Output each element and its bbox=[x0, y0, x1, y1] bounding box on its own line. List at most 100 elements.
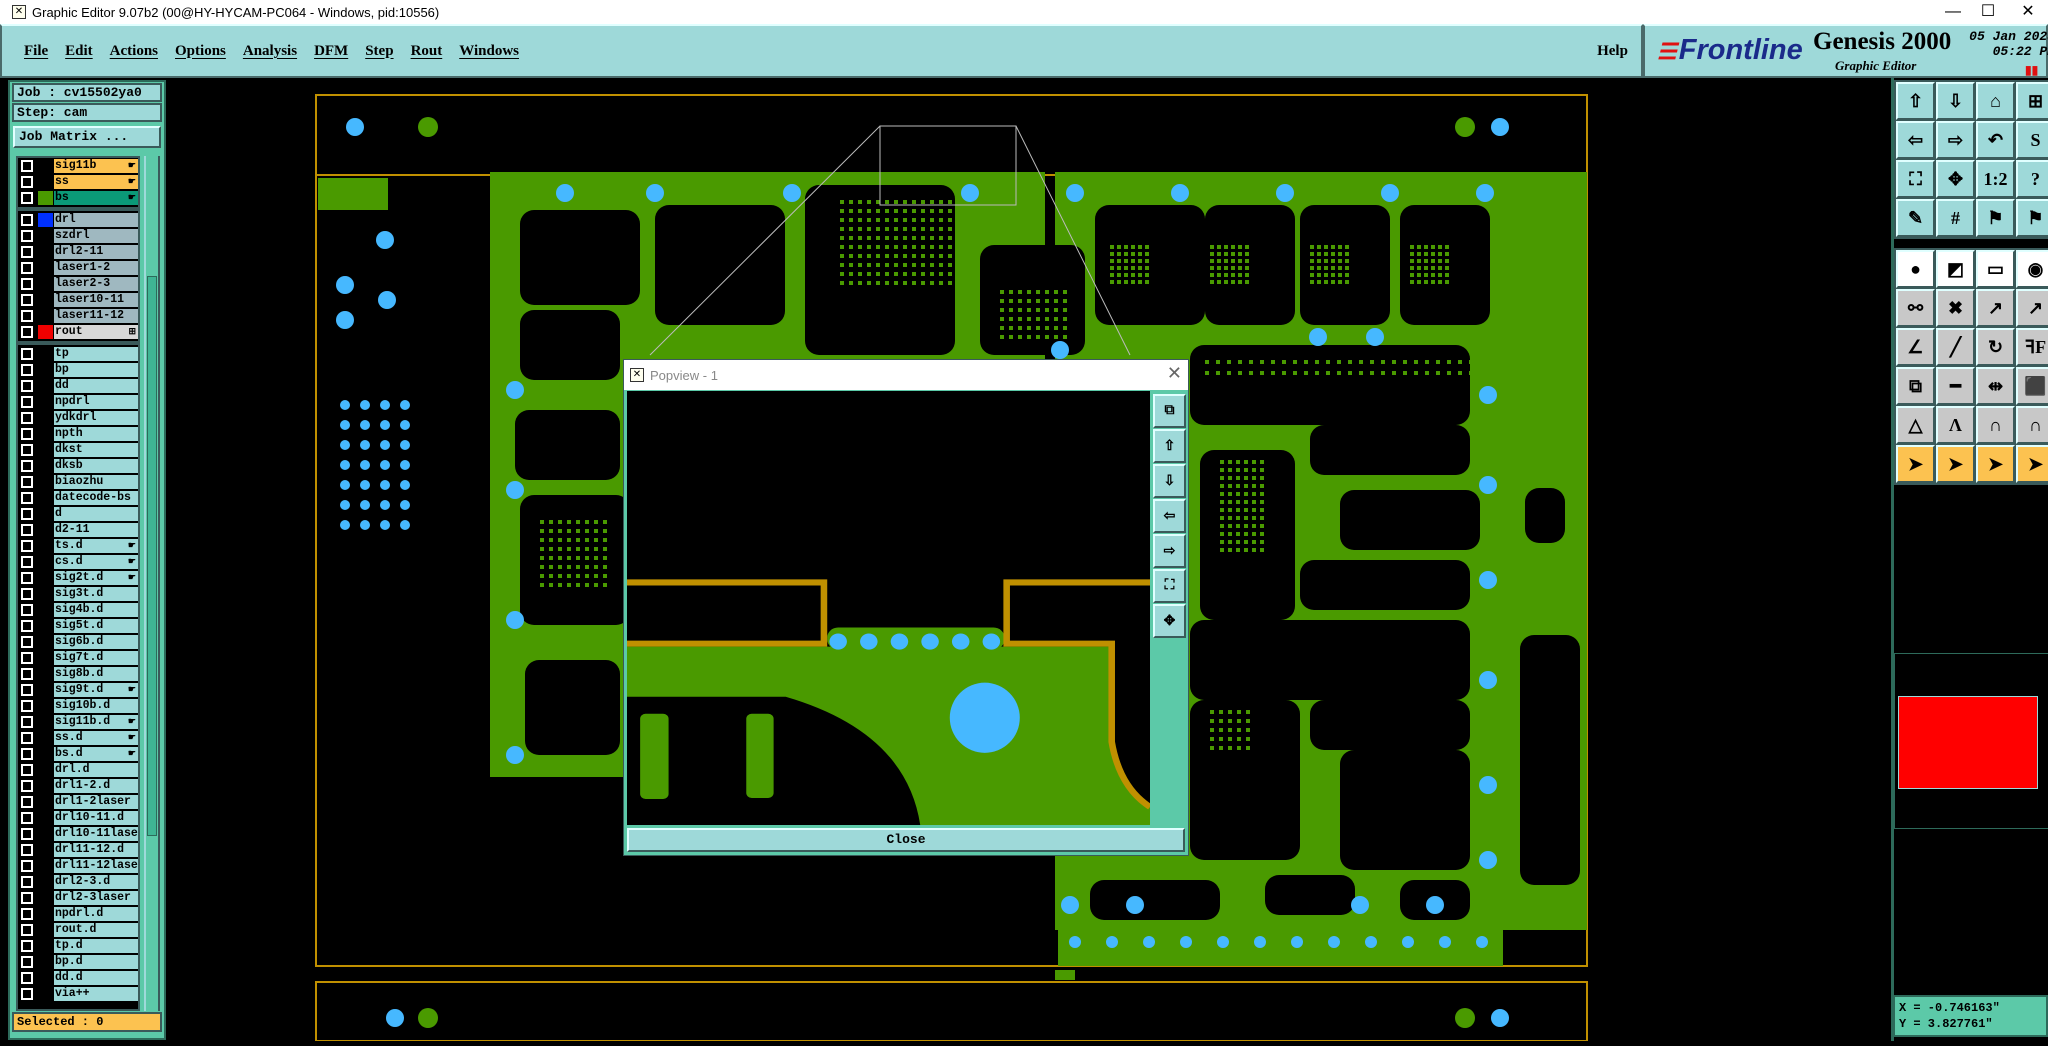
popview-title-bar[interactable]: ✕Popview - 1 bbox=[624, 360, 1188, 390]
layer-row[interactable]: drl2-3.d bbox=[18, 874, 138, 890]
layer-name[interactable]: sig6b.d bbox=[54, 635, 138, 649]
arc-triangle-button[interactable]: △ bbox=[1896, 406, 1935, 444]
layer-checkbox[interactable] bbox=[20, 635, 34, 649]
select-pointer-button[interactable]: ➤ bbox=[1896, 445, 1935, 483]
layer-name[interactable]: sig8b.d bbox=[54, 667, 138, 681]
layer-name[interactable]: npth bbox=[54, 427, 138, 441]
layer-row[interactable]: drl11-12.d bbox=[18, 842, 138, 858]
move-node-button[interactable]: ↗ bbox=[1976, 289, 2015, 327]
connect-nodes-button[interactable]: ⚯ bbox=[1896, 289, 1935, 327]
layer-checkbox[interactable] bbox=[20, 379, 34, 393]
layer-row[interactable]: sig7t.d bbox=[18, 650, 138, 666]
select-box-pointer-button[interactable]: ➤ bbox=[1936, 445, 1975, 483]
layer-checkbox[interactable] bbox=[20, 811, 34, 825]
layer-row[interactable]: cs.d☛ bbox=[18, 554, 138, 570]
layer-name[interactable]: drl11-12.d bbox=[54, 843, 138, 857]
layer-checkbox[interactable] bbox=[20, 347, 34, 361]
layer-row[interactable]: dksb bbox=[18, 458, 138, 474]
arc-bridge-button[interactable]: ∩ bbox=[1976, 406, 2015, 444]
layer-checkbox[interactable] bbox=[20, 229, 34, 243]
layer-row[interactable]: d2-11 bbox=[18, 522, 138, 538]
menu-file[interactable]: File bbox=[24, 42, 49, 59]
popview-pan-right-button[interactable]: ⇨ bbox=[1153, 534, 1186, 568]
layer-name[interactable]: sig3t.d bbox=[54, 587, 138, 601]
layer-name[interactable]: drl bbox=[54, 213, 138, 227]
layer-checkbox[interactable] bbox=[20, 955, 34, 969]
layer-checkbox[interactable] bbox=[20, 827, 34, 841]
menu-windows[interactable]: Windows bbox=[459, 42, 519, 59]
layer-row[interactable]: sig3t.d bbox=[18, 586, 138, 602]
layer-checkbox[interactable] bbox=[20, 971, 34, 985]
layer-row[interactable]: drl2-11 bbox=[18, 244, 138, 260]
layer-checkbox[interactable] bbox=[20, 907, 34, 921]
add-pad-button[interactable]: ● bbox=[1896, 250, 1935, 288]
layer-name[interactable]: drl2-3.d bbox=[54, 875, 138, 889]
zoom-out-button[interactable]: ⛶ bbox=[1896, 160, 1935, 198]
job-matrix-button[interactable]: Job Matrix ... bbox=[13, 126, 161, 148]
menu-edit[interactable]: Edit bbox=[65, 42, 93, 59]
layer-name[interactable]: sig9t.d☛ bbox=[54, 683, 138, 697]
layer-name[interactable]: sig10b.d bbox=[54, 699, 138, 713]
layer-name[interactable]: drl10-11.d bbox=[54, 811, 138, 825]
layer-row[interactable]: rout.d bbox=[18, 922, 138, 938]
layer-row[interactable]: sig10b.d bbox=[18, 698, 138, 714]
menu-step[interactable]: Step bbox=[365, 42, 394, 59]
layer-checkbox[interactable] bbox=[20, 747, 34, 761]
shapes-button[interactable]: ⬛ bbox=[2016, 367, 2048, 405]
layer-checkbox[interactable] bbox=[20, 667, 34, 681]
layer-name[interactable]: drl11-12laser bbox=[54, 859, 138, 873]
layer-row[interactable]: sig11b☛ bbox=[18, 158, 138, 174]
tools-palette-button[interactable]: ✎ bbox=[1896, 199, 1935, 237]
layer-row[interactable]: rout⊞ bbox=[18, 324, 138, 340]
layer-row[interactable]: drl1-2laser bbox=[18, 794, 138, 810]
layer-checkbox[interactable] bbox=[20, 427, 34, 441]
layer-row[interactable]: npth bbox=[18, 426, 138, 442]
layer-name[interactable]: sig7t.d bbox=[54, 651, 138, 665]
layer-row[interactable]: sig2t.d☛ bbox=[18, 570, 138, 586]
popview-canvas[interactable] bbox=[627, 391, 1152, 825]
layer-name[interactable]: drl10-11laser bbox=[54, 827, 138, 841]
pan-down-button[interactable]: ⇩ bbox=[1936, 82, 1975, 120]
layer-row[interactable]: drl bbox=[18, 212, 138, 228]
layer-row[interactable]: datecode-bs bbox=[18, 490, 138, 506]
layer-name[interactable]: laser1-2 bbox=[54, 261, 138, 275]
layer-name[interactable]: npdrl bbox=[54, 395, 138, 409]
layer-name[interactable]: cs.d☛ bbox=[54, 555, 138, 569]
layer-row[interactable]: sig9t.d☛ bbox=[18, 682, 138, 698]
layer-row[interactable]: dkst bbox=[18, 442, 138, 458]
layer-name[interactable]: laser11-12 bbox=[54, 309, 138, 323]
popview-zoom-in-button[interactable]: ✥ bbox=[1153, 604, 1186, 638]
layer-name[interactable]: szdrl bbox=[54, 229, 138, 243]
layer-name[interactable]: rout⊞ bbox=[54, 325, 138, 339]
rotate-button[interactable]: ↻ bbox=[1976, 328, 2015, 366]
layer-name[interactable]: tp bbox=[54, 347, 138, 361]
grid-xy-button[interactable]: ⊞ bbox=[2016, 82, 2048, 120]
layer-checkbox[interactable] bbox=[20, 987, 34, 1001]
layer-row[interactable]: drl1-2.d bbox=[18, 778, 138, 794]
pad-dashed-button[interactable]: ◉ bbox=[2016, 250, 2048, 288]
layer-row[interactable]: sig5t.d bbox=[18, 618, 138, 634]
close-window-button[interactable]: ✕ bbox=[2021, 3, 2035, 20]
layer-checkbox[interactable] bbox=[20, 859, 34, 873]
layer-checkbox[interactable] bbox=[20, 891, 34, 905]
net-traffic-light-2-button[interactable]: ⚑ bbox=[2016, 199, 2048, 237]
popview-pan-up-button[interactable]: ⇧ bbox=[1153, 429, 1186, 463]
layer-name[interactable]: npdrl.d bbox=[54, 907, 138, 921]
layer-row[interactable]: sig6b.d bbox=[18, 634, 138, 650]
layer-name[interactable]: rout.d bbox=[54, 923, 138, 937]
scrollbar-thumb[interactable] bbox=[147, 276, 157, 836]
layer-row[interactable]: laser1-2 bbox=[18, 260, 138, 276]
layer-checkbox[interactable] bbox=[20, 683, 34, 697]
layer-list-scrollbar[interactable] bbox=[144, 156, 160, 1011]
grid-button[interactable]: # bbox=[1936, 199, 1975, 237]
diagonal-line-button[interactable]: ╱ bbox=[1936, 328, 1975, 366]
layer-row[interactable]: tp.d bbox=[18, 938, 138, 954]
layer-name[interactable]: dd bbox=[54, 379, 138, 393]
layer-checkbox[interactable] bbox=[20, 875, 34, 889]
arc-bridge-2-button[interactable]: ∩ bbox=[2016, 406, 2048, 444]
layer-row[interactable]: tp bbox=[18, 346, 138, 362]
layer-checkbox[interactable] bbox=[20, 443, 34, 457]
layer-row[interactable]: drl11-12laser bbox=[18, 858, 138, 874]
layer-row[interactable]: laser2-3 bbox=[18, 276, 138, 292]
menu-rout[interactable]: Rout bbox=[410, 42, 443, 59]
